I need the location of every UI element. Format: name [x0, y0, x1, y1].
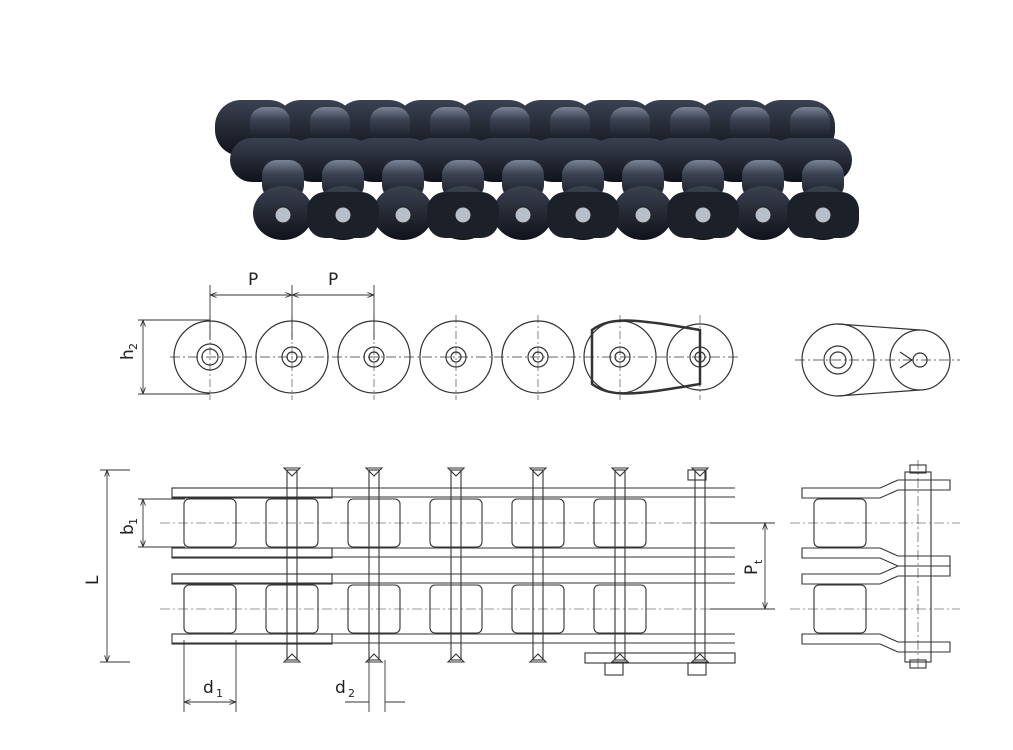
- L-dim-arrow: [104, 469, 110, 477]
- h2-dim-arrow: [140, 319, 146, 327]
- back-roller: [790, 107, 830, 143]
- pin-head-bottom: [690, 653, 710, 663]
- inner-width-label: b 1: [118, 518, 140, 535]
- pitch-label-1: P: [248, 270, 258, 290]
- pin-head: [514, 206, 532, 224]
- pin-diameter-symbol: d: [335, 678, 346, 698]
- section-plate: [801, 479, 951, 499]
- side-view-drawing: [170, 315, 740, 400]
- h2-dim-arrow: [140, 387, 146, 395]
- pitch-dim-2-arrow: [291, 292, 299, 298]
- inner-width-subscript: 1: [127, 518, 140, 525]
- chain-photo: [215, 100, 859, 240]
- outer-plate: [171, 633, 333, 645]
- pin-head: [634, 206, 652, 224]
- pin-head-bottom: [446, 653, 466, 663]
- dimension-lines: [100, 285, 775, 712]
- b1-dim-arrow: [140, 498, 146, 506]
- pt-dim-arrow: [762, 602, 768, 610]
- pin-shaft: [532, 469, 544, 661]
- plate-height-symbol: h: [118, 349, 138, 360]
- back-roller: [610, 107, 650, 143]
- section-plate: [801, 547, 951, 567]
- transverse-pitch-subscript: t: [752, 559, 765, 564]
- back-roller: [430, 107, 470, 143]
- pin-head: [694, 206, 712, 224]
- roller-body: [347, 498, 401, 548]
- d1-dim-arrow: [183, 699, 191, 705]
- outer-plate: [171, 573, 333, 585]
- pin-head-top: [446, 467, 466, 477]
- inner-width-symbol: b: [118, 524, 138, 535]
- pin-head: [274, 206, 292, 224]
- pin-shaft: [694, 469, 706, 661]
- section-plate: [801, 565, 951, 585]
- pin-shaft: [614, 469, 626, 661]
- d1-dim-arrow: [229, 699, 237, 705]
- pitch-label-2: P: [328, 270, 338, 290]
- outer-plate: [171, 487, 333, 499]
- section-view-drawing: [790, 460, 960, 670]
- pin-head-bottom: [282, 653, 302, 663]
- end-link-body: [837, 323, 921, 397]
- pin-head-bottom: [364, 653, 384, 663]
- plate-height-subscript: 2: [127, 343, 140, 350]
- back-roller: [370, 107, 410, 143]
- pin-shaft: [286, 469, 298, 661]
- back-roller: [550, 107, 590, 143]
- pin-head: [814, 206, 832, 224]
- end-view-side-drawing: [795, 323, 960, 397]
- plate-height-label: h 2: [118, 343, 140, 360]
- section-plate: [801, 633, 951, 653]
- L-dim-arrow: [104, 655, 110, 663]
- roller-diameter-subscript: 1: [216, 687, 223, 700]
- pin-head-top: [528, 467, 548, 477]
- back-roller: [730, 107, 770, 143]
- back-roller: [490, 107, 530, 143]
- pt-dim-arrow: [762, 522, 768, 530]
- overall-length-symbol: L: [83, 575, 103, 585]
- pin-shaft: [368, 469, 380, 661]
- pitch-dim-2-arrow: [367, 292, 375, 298]
- pin-head-top: [282, 467, 302, 477]
- b1-dim-arrow: [140, 540, 146, 548]
- offset-pin-end-2: [687, 662, 707, 676]
- pin-head-top: [364, 467, 384, 477]
- offset-pin-end-top: [687, 469, 707, 481]
- top-view-drawing: [160, 467, 740, 676]
- pin-head-bottom: [528, 653, 548, 663]
- transverse-pitch-label: P t: [742, 559, 765, 575]
- outer-plate: [171, 547, 333, 559]
- pitch-dim-1-arrow: [209, 292, 217, 298]
- pin-diameter-subscript: 2: [348, 687, 355, 700]
- back-roller: [250, 107, 290, 143]
- pin-head: [454, 206, 472, 224]
- roller-body: [347, 584, 401, 634]
- pin-shaft: [450, 469, 462, 661]
- back-roller: [310, 107, 350, 143]
- pin-head-top: [690, 467, 710, 477]
- pin-head: [334, 206, 352, 224]
- roller-diameter-symbol: d: [203, 678, 214, 698]
- transverse-pitch-symbol: P: [742, 565, 762, 575]
- pin-head: [754, 206, 772, 224]
- back-roller: [670, 107, 710, 143]
- pin-head-bottom: [610, 653, 630, 663]
- offset-pin-end-1: [604, 662, 624, 676]
- overall-length-label: L: [83, 575, 103, 585]
- pin-head: [394, 206, 412, 224]
- pin-head-top: [610, 467, 630, 477]
- offset-plate-bottom: [584, 652, 736, 664]
- pin-head: [574, 206, 592, 224]
- pitch-dim-1-arrow: [285, 292, 293, 298]
